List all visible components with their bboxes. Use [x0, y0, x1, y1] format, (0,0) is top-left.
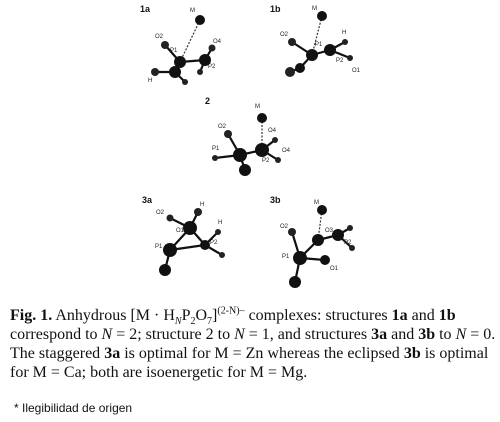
svg-text:O2: O2: [155, 34, 164, 40]
svg-text:O1: O1: [352, 68, 361, 74]
svg-text:H: H: [200, 202, 204, 208]
svg-text:M: M: [312, 6, 317, 12]
svg-text:M: M: [255, 104, 260, 110]
svg-text:P2: P2: [210, 240, 218, 246]
structure-label: 1b: [270, 4, 281, 14]
structure-label: 3b: [270, 195, 281, 205]
svg-text:P2: P2: [336, 58, 344, 64]
svg-text:P1: P1: [315, 42, 323, 48]
svg-text:P2: P2: [344, 240, 352, 246]
structure-2: 2 M O2 O4 P1 P2 O4: [205, 96, 291, 176]
svg-text:P2: P2: [208, 64, 216, 70]
structure-3a: 3a H O2 O1 P1 P2 H: [142, 195, 225, 276]
svg-text:H: H: [148, 78, 152, 84]
svg-text:H: H: [218, 220, 222, 226]
svg-text:O3: O3: [325, 228, 334, 234]
svg-text:P1: P1: [282, 254, 290, 260]
structure-1a: 1a M O2 P1 O4 P2 H: [140, 4, 222, 85]
svg-text:M: M: [190, 8, 195, 14]
svg-text:O2: O2: [218, 124, 227, 130]
svg-text:P1: P1: [212, 146, 220, 152]
svg-text:O2: O2: [280, 32, 289, 38]
structure-label: 1a: [140, 4, 151, 14]
structure-label: 2: [205, 96, 210, 106]
figure-caption: Fig. 1. Anhydrous [M · HNP2O7](2-N)– com…: [10, 305, 496, 381]
footnote: * Ilegibilidad de origen: [14, 401, 133, 415]
svg-text:H: H: [342, 30, 346, 36]
svg-text:O4: O4: [213, 39, 222, 45]
structure-3b: 3b M O2 O3 P1 P2 O1: [270, 195, 355, 288]
svg-text:O2: O2: [280, 224, 289, 230]
structure-label: 3a: [142, 195, 153, 205]
svg-text:M: M: [314, 200, 319, 206]
figure-illustration: 1a M O2 P1 O4 P2 H 1b: [140, 4, 361, 288]
figure-label: Fig. 1.: [10, 307, 53, 324]
svg-text:O1: O1: [176, 228, 185, 234]
svg-text:O2: O2: [156, 210, 165, 216]
svg-text:P1: P1: [170, 48, 178, 54]
svg-text:P2: P2: [262, 158, 270, 164]
svg-text:O1: O1: [330, 266, 339, 272]
metal-atom: [195, 15, 205, 25]
svg-text:P1: P1: [155, 244, 163, 250]
svg-text:O4: O4: [268, 128, 277, 134]
svg-text:O4: O4: [282, 148, 291, 154]
structure-1b: 1b M O2 P1 H P2 O1: [270, 4, 361, 77]
